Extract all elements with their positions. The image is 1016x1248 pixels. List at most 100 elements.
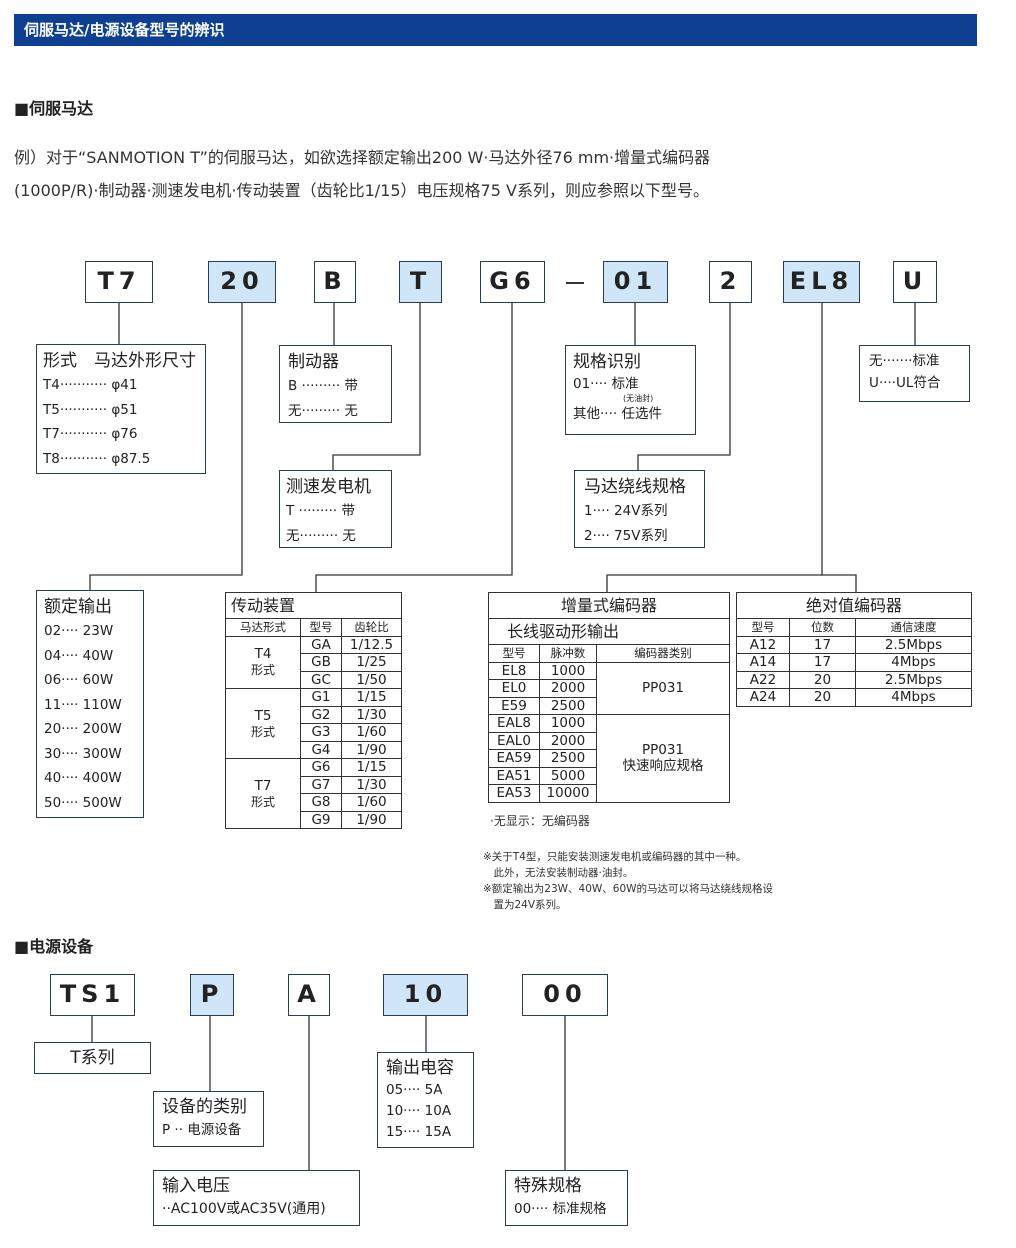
winding-voltage-box: 马达绕线规格 1···· 24V系列 2···· 75V系列 <box>574 470 705 548</box>
brake-box: 制动器 B ········· 带 无········· 无 <box>279 345 392 423</box>
incremental-encoder-table: 增量式编码器 长线驱动形输出 型号 脉冲数 编码器类别 EL8 1000 PP0… <box>488 592 730 803</box>
code-series: TS1 <box>50 974 135 1016</box>
table-row: G3 1/60 <box>226 723 402 742</box>
table-row: G4 1/90 <box>226 740 402 759</box>
gear-ratio: 1/50 <box>341 670 402 689</box>
tacho-row: 无········· 无 <box>286 527 356 544</box>
servo-heading: ■伺服马达 <box>14 99 94 118</box>
rated-output-row: 30···· 300W <box>44 745 122 762</box>
encoder-model: EAL0 <box>488 731 540 750</box>
series-box: T系列 <box>34 1042 151 1074</box>
encoder-pulses: 2500 <box>539 749 597 768</box>
spec-title: 规格识别 <box>573 352 641 372</box>
incremental-subtitle: 长线驱动形输出 <box>488 618 730 645</box>
encoder-pulses: 5000 <box>539 766 597 785</box>
table-row: G8 1/60 <box>226 793 402 812</box>
table-row: EAL0 2000 <box>488 731 730 750</box>
ul-row: U····UL符合 <box>869 375 941 391</box>
gear-model: G1 <box>300 688 342 707</box>
gear-header: 马达形式 <box>225 618 301 637</box>
tacho-box: 测速发电机 T ········· 带 无········· 无 <box>279 470 392 548</box>
spec-note: (无油封) <box>623 394 654 403</box>
rated-output-row: 06···· 60W <box>44 672 114 688</box>
winding-voltage-title: 马达绕线规格 <box>584 477 686 497</box>
gear-model: G9 <box>300 810 342 829</box>
frame-row: T4··········· φ41 <box>43 377 138 393</box>
table-row: G7 1/30 <box>226 775 402 794</box>
output-capacity-title: 输出电容 <box>386 1058 454 1078</box>
code-ul: U <box>893 261 937 303</box>
code-tacho: T <box>399 261 442 303</box>
brake-row: 无········· 无 <box>288 402 358 419</box>
table-row: GC 1/50 <box>226 670 402 689</box>
gear-header: 型号 <box>300 618 342 637</box>
encoder-pulses: 2500 <box>539 696 597 715</box>
code-input-voltage: A <box>288 974 330 1016</box>
gear-table-title: 传动装置 <box>225 592 402 619</box>
input-voltage-row: ··AC100V或AC35V(通用) <box>162 1201 326 1217</box>
gear-ratio: 1/25 <box>341 653 402 672</box>
spec-row: 01···· 标准 <box>573 376 639 392</box>
intro-line-2: (1000P/R)·制动器·测速发电机·传动装置（齿轮比1/15）电压规格75 … <box>14 181 709 200</box>
gear-ratio: 1/15 <box>341 688 402 707</box>
gear-model: G8 <box>300 793 342 812</box>
winding-voltage-row: 2···· 75V系列 <box>584 527 668 544</box>
encoder-pulses: 10000 <box>539 784 597 803</box>
absolute-header: 位数 <box>789 618 856 637</box>
encoder-model: E59 <box>488 696 540 715</box>
device-type-title: 设备的类别 <box>162 1097 247 1117</box>
code-encoder: EL8 <box>783 261 860 303</box>
gear-model: G7 <box>300 775 342 794</box>
gear-model: G6 <box>300 758 342 777</box>
intro-line-1: 例）对于“SANMOTION T”的伺服马达，如欲选择额定输出200 W·马达外… <box>14 148 711 167</box>
table-row: GB 1/25 <box>226 653 402 672</box>
frame-size-title: 形式 马达外形尺寸 <box>43 351 196 371</box>
table-row: EA53 10000 <box>488 784 730 803</box>
rated-output-row: 40···· 400W <box>44 770 122 786</box>
table-row: EL0 2000 <box>488 679 730 698</box>
encoder-model: EA59 <box>488 749 540 768</box>
code-capacity: 10 <box>383 974 468 1016</box>
power-heading: ■电源设备 <box>14 937 94 956</box>
code-frame: T7 <box>85 261 153 303</box>
code-separator <box>566 282 584 284</box>
frame-row: T7··········· φ76 <box>43 426 138 442</box>
code-voltage: 2 <box>709 261 752 303</box>
absolute-title: 绝对值编码器 <box>736 592 972 619</box>
code-device-type: P <box>190 974 234 1016</box>
footnote-line: 此外，无法安装制动器·油封。 <box>483 867 634 879</box>
special-spec-title: 特殊规格 <box>514 1176 582 1196</box>
input-voltage-title: 输入电压 <box>162 1176 230 1196</box>
rated-output-row: 11···· 110W <box>44 696 122 713</box>
encoder-pulses: 1000 <box>539 714 597 733</box>
gear-model: GC <box>300 670 342 689</box>
encoder-pulses: 1000 <box>539 661 597 680</box>
gear-ratio: 1/15 <box>341 758 402 777</box>
code-output: 20 <box>208 261 276 303</box>
footnotes: ※关于T4型，只能安装测速发电机或编码器的其中一种。 此外，无法安装制动器·油封… <box>483 849 773 913</box>
footnote-line: ※关于T4型，只能安装测速发电机或编码器的其中一种。 <box>483 851 747 863</box>
gear-ratio: 1/90 <box>341 810 402 829</box>
spec-box: 规格识别 01···· 标准 (无油封) 其他···· 任选件 <box>565 345 696 435</box>
brake-row: B ········· 带 <box>288 378 358 394</box>
code-spec: 01 <box>603 261 668 303</box>
encoder-model: EAL8 <box>488 714 540 733</box>
page-banner: 伺服马达/电源设备型号的辨识 <box>14 14 977 46</box>
special-spec-row: 00···· 标准规格 <box>514 1201 607 1217</box>
special-spec-box: 特殊规格 00···· 标准规格 <box>505 1170 628 1226</box>
tacho-row: T ········· 带 <box>286 503 355 519</box>
output-capacity-row: 15···· 15A <box>386 1124 452 1140</box>
output-capacity-box: 输出电容 05···· 5A 10···· 10A 15···· 15A <box>377 1052 474 1148</box>
tacho-title: 测速发电机 <box>286 477 371 497</box>
encoder-pulses: 2000 <box>539 731 597 750</box>
rated-output-title: 额定输出 <box>44 597 112 617</box>
gear-model: GB <box>300 653 342 672</box>
rated-output-row: 02···· 23W <box>44 623 114 639</box>
gear-ratio: 1/12.5 <box>341 635 402 654</box>
rated-output-row: 50···· 500W <box>44 794 122 811</box>
